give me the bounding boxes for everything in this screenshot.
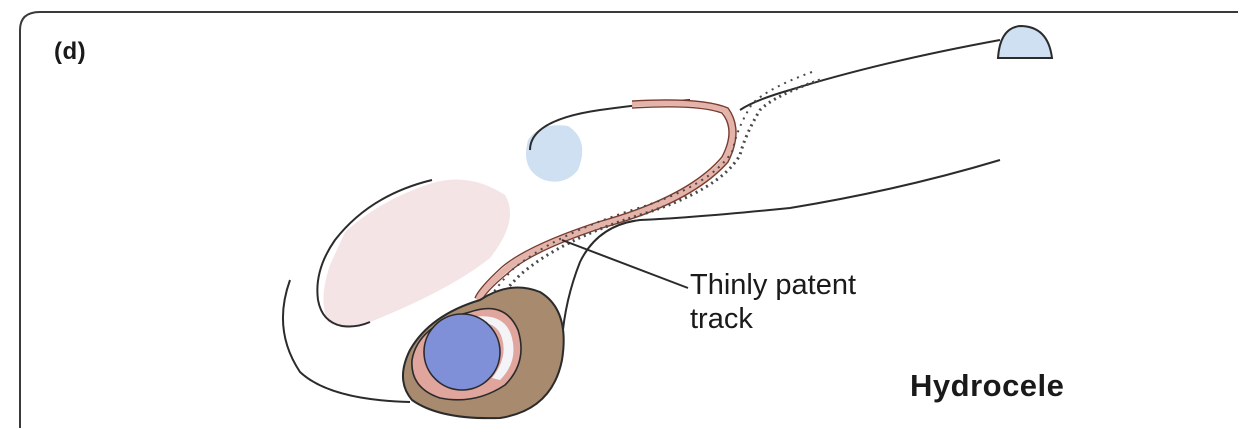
callout-label: Thinly patent track xyxy=(690,268,990,336)
callout-line-1: Thinly patent xyxy=(690,268,990,302)
peritoneal-sac-top xyxy=(998,26,1052,58)
callout-line-2: track xyxy=(690,302,990,336)
testis xyxy=(424,314,500,390)
panel-label: (d) xyxy=(54,38,86,66)
abdominal-wall-line xyxy=(740,40,1000,110)
diagram-title: Hydrocele xyxy=(910,368,1064,404)
callout-pointer xyxy=(562,240,688,288)
peritoneal-sac-middle xyxy=(526,125,582,181)
